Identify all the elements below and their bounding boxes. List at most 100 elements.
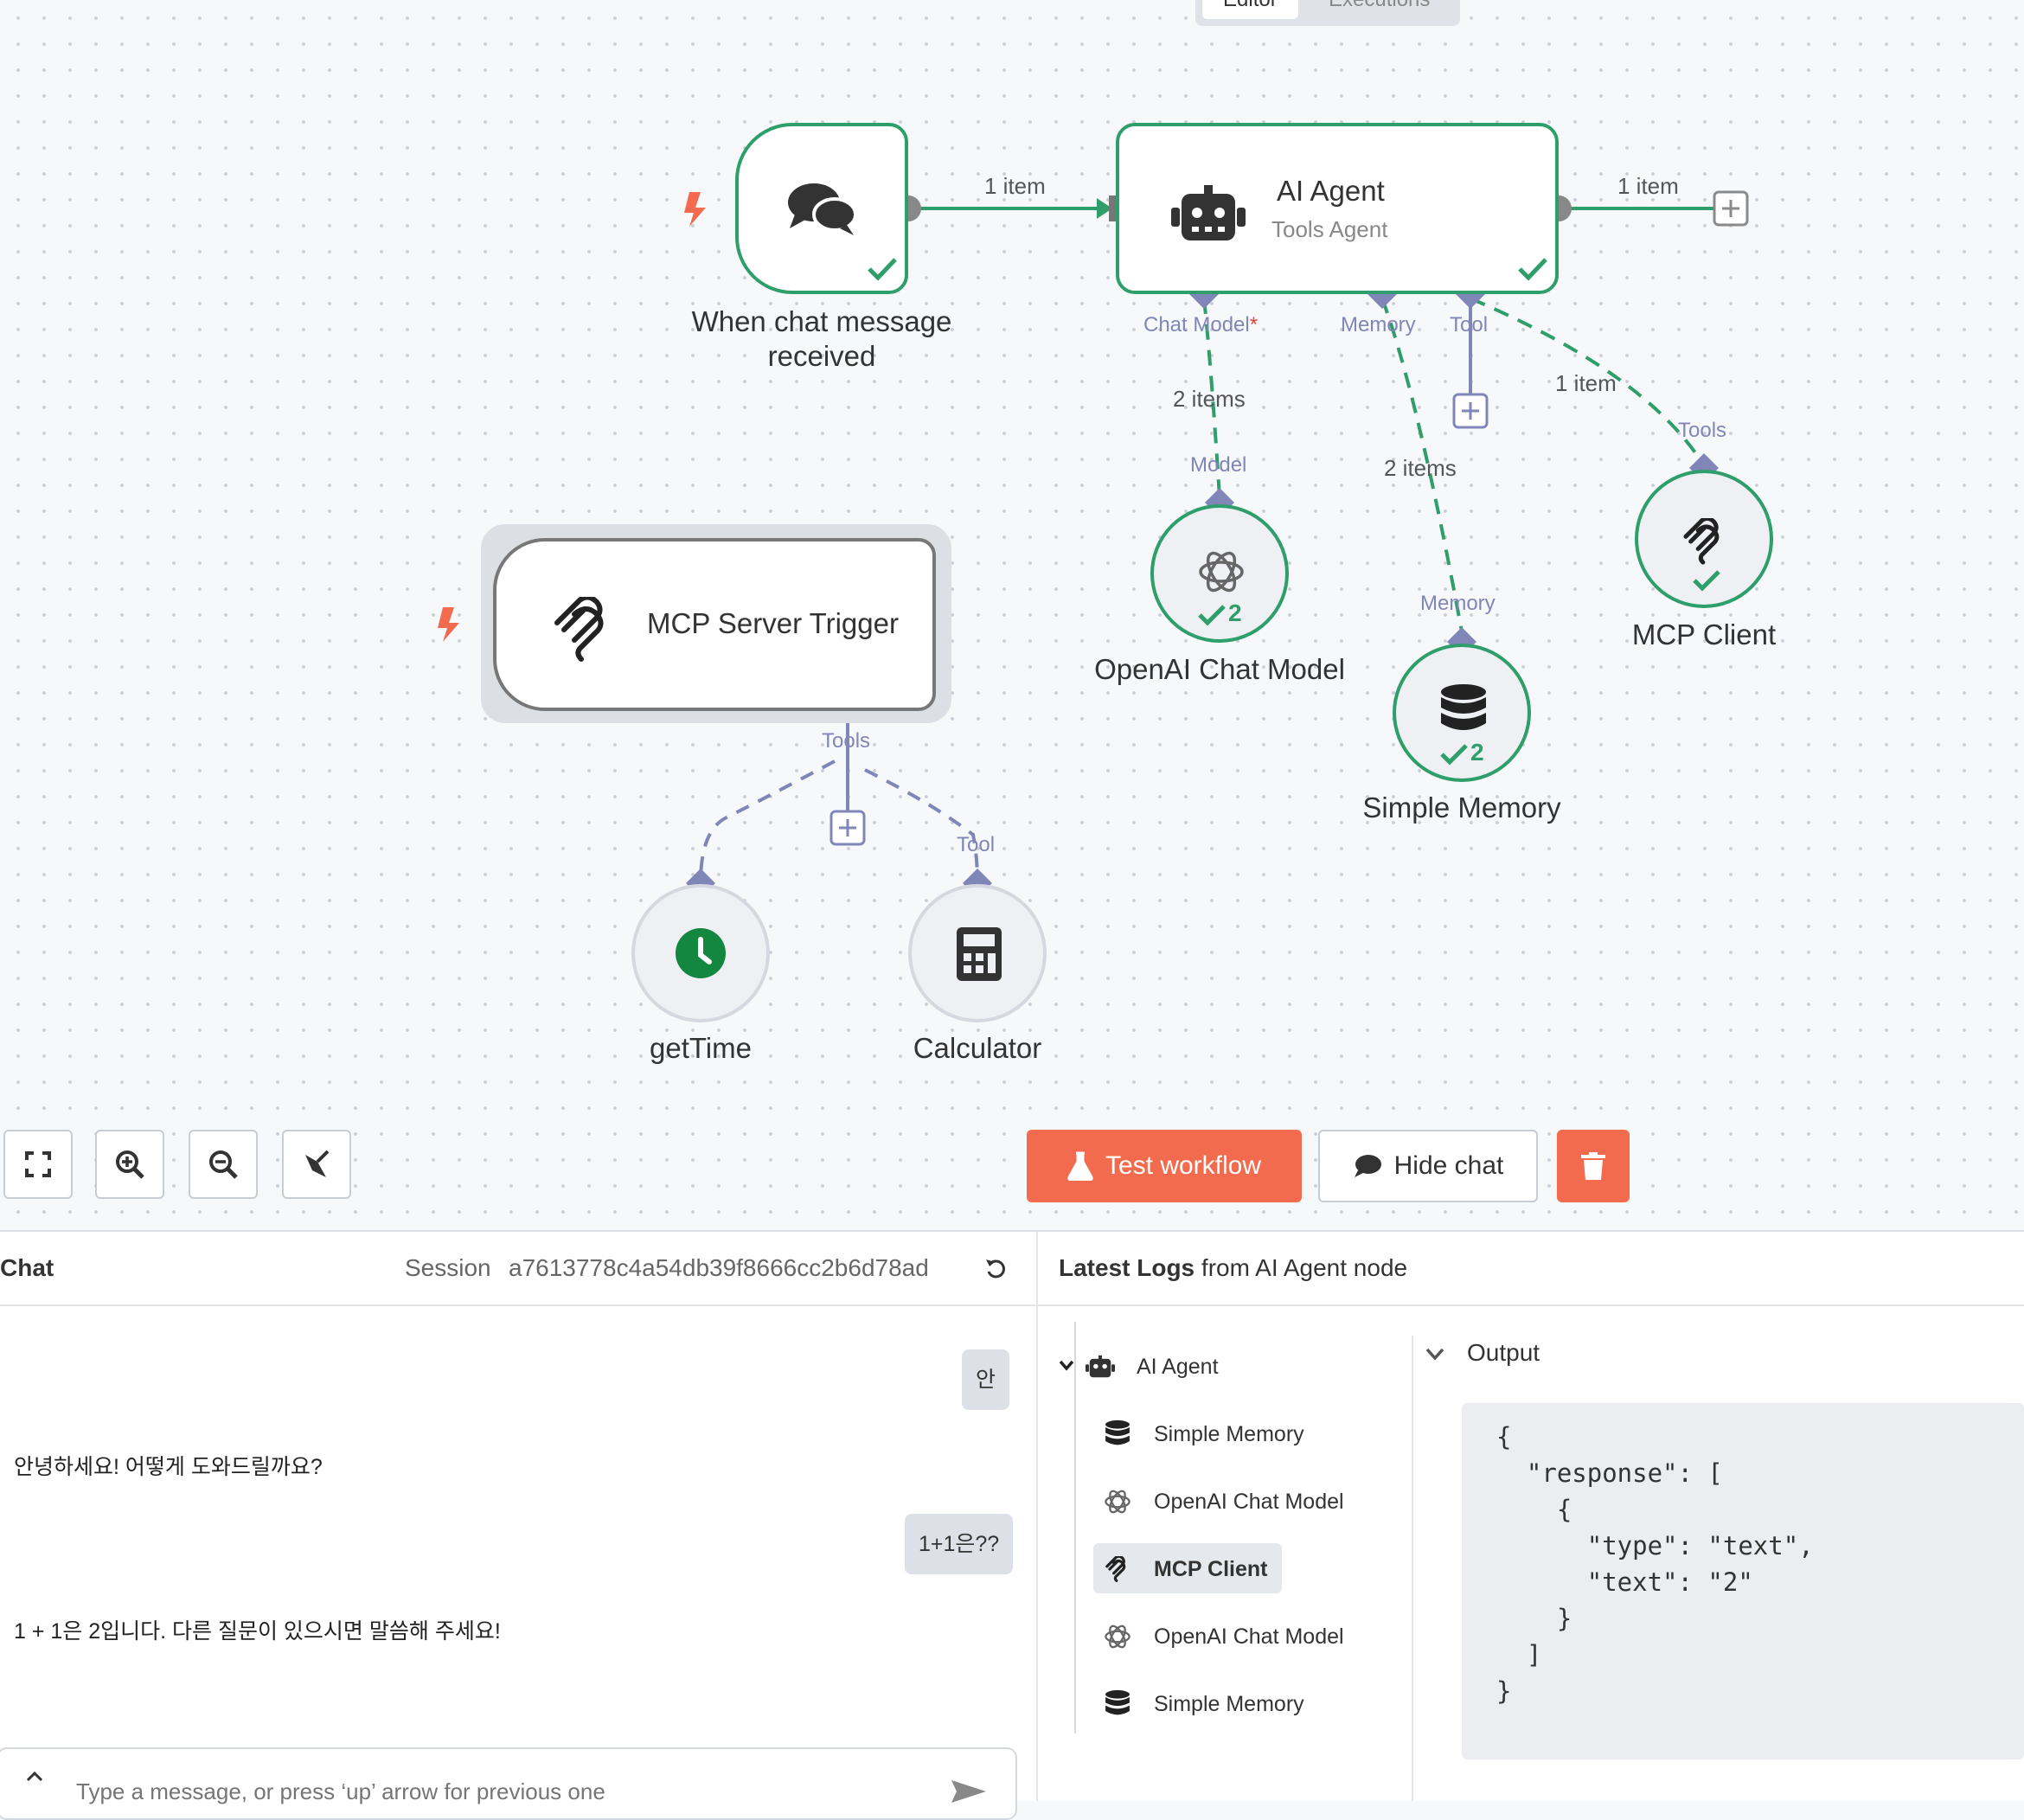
node-label-simple-memory: Simple Memory bbox=[1362, 791, 1561, 823]
connection-chat-model bbox=[1202, 298, 1221, 498]
mcp-icon bbox=[1100, 1552, 1135, 1586]
log-tree-item[interactable]: AI Agent bbox=[1083, 1343, 1219, 1391]
mcp-icon bbox=[1683, 518, 1720, 565]
chat-message-user: 안 bbox=[962, 1349, 1010, 1410]
add-node-after-agent-icon[interactable] bbox=[1713, 190, 1749, 227]
clock-icon bbox=[676, 928, 726, 978]
zoom-in-button[interactable] bbox=[95, 1130, 164, 1199]
chat-title: Chat bbox=[0, 1254, 54, 1281]
log-tree-item[interactable]: Simple Memory bbox=[1100, 1410, 1304, 1458]
output-json: { "response": [ { "type": "text", "text"… bbox=[1462, 1403, 2024, 1759]
label-agent-out-items: 1 item bbox=[1617, 173, 1679, 199]
zoom-in-icon bbox=[116, 1150, 144, 1179]
tree-line bbox=[1074, 1322, 1076, 1733]
success-check-icon bbox=[1198, 605, 1226, 626]
send-icon[interactable] bbox=[950, 1778, 988, 1804]
node-ai-agent[interactable]: AI Agent Tools Agent bbox=[1116, 123, 1559, 294]
connection-memory bbox=[1380, 298, 1464, 632]
chat-message-bot: 안녕하세요! 어떻게 도와드릴까요? bbox=[14, 1455, 323, 1479]
hide-chat-button[interactable]: Hide chat bbox=[1318, 1130, 1538, 1202]
chat-message-bot: 1 + 1은 2입니다. 다른 질문이 있으시면 말씀해 주세요! bbox=[14, 1619, 501, 1644]
log-tree-item[interactable]: Simple Memory bbox=[1100, 1680, 1304, 1728]
chat-message-user: 1+1은?? bbox=[905, 1514, 1014, 1574]
session-id: a7613778c4a54db39f8666cc2b6d78ad bbox=[509, 1254, 929, 1281]
label-tool-items: 1 item bbox=[1555, 370, 1617, 396]
log-tree-item[interactable]: OpenAI Chat Model bbox=[1100, 1477, 1344, 1526]
node-openai-chat-model[interactable]: 2 bbox=[1150, 504, 1289, 643]
logs-title: Latest Logs from AI Agent node bbox=[1059, 1254, 1408, 1281]
node-title-ai-agent: AI Agent bbox=[1277, 175, 1385, 207]
label-trigger-items: 1 item bbox=[984, 173, 1046, 199]
chat-input[interactable] bbox=[74, 1773, 926, 1810]
chevron-down-icon[interactable] bbox=[1425, 1348, 1444, 1362]
openai-icon bbox=[1100, 1484, 1135, 1519]
delete-button[interactable] bbox=[1557, 1130, 1630, 1202]
connection-arrow bbox=[1097, 198, 1112, 219]
chat-bubble-icon bbox=[1354, 1155, 1381, 1177]
mcp-trigger-bolt-icon bbox=[438, 607, 459, 642]
node-label-calculator: Calculator bbox=[913, 1032, 1042, 1064]
zoom-out-button[interactable] bbox=[189, 1130, 258, 1199]
logs-header: Latest Logs from AI Agent node bbox=[1038, 1232, 2024, 1306]
test-workflow-button[interactable]: Test workflow bbox=[1027, 1130, 1302, 1202]
chevron-down-icon[interactable] bbox=[1059, 1360, 1074, 1372]
port-label-chat-model: Chat Model* bbox=[1143, 313, 1259, 336]
connection-mcp-client bbox=[1470, 297, 1704, 465]
robot-icon bbox=[1171, 185, 1246, 240]
port-label-tools-in: Tools bbox=[1678, 419, 1727, 442]
label-memory-items: 2 items bbox=[1384, 455, 1457, 481]
add-mcp-tool-icon[interactable] bbox=[829, 810, 866, 846]
node-calculator[interactable] bbox=[908, 884, 1047, 1022]
output-label: Output bbox=[1467, 1339, 1540, 1366]
node-label-mcp-client: MCP Client bbox=[1631, 618, 1777, 650]
tab-editor[interactable]: Editor bbox=[1202, 0, 1298, 19]
zoom-out-icon bbox=[209, 1150, 238, 1179]
connection-gettime bbox=[699, 759, 836, 883]
port-label-model: Model bbox=[1190, 453, 1247, 477]
log-tree-item-selected[interactable]: MCP Client bbox=[1100, 1545, 1268, 1593]
run-count-badge: 2 bbox=[1470, 739, 1484, 766]
tab-executions[interactable]: Executions bbox=[1308, 0, 1451, 19]
robot-icon bbox=[1083, 1349, 1118, 1384]
run-count-badge: 2 bbox=[1228, 599, 1242, 626]
mcp-icon bbox=[554, 597, 604, 662]
log-tree-item[interactable]: OpenAI Chat Model bbox=[1100, 1612, 1344, 1661]
trash-icon bbox=[1581, 1152, 1605, 1180]
output-divider bbox=[1412, 1336, 1413, 1801]
database-icon bbox=[1100, 1417, 1135, 1452]
broom-icon bbox=[305, 1150, 330, 1177]
fit-view-icon bbox=[25, 1151, 51, 1177]
view-switch: Editor Executions bbox=[1195, 0, 1460, 26]
session-label: Session bbox=[405, 1254, 491, 1281]
node-mcp-client[interactable] bbox=[1635, 470, 1773, 608]
success-check-icon bbox=[1693, 570, 1720, 592]
chat-input-box[interactable] bbox=[0, 1747, 1017, 1820]
refresh-session-icon[interactable] bbox=[984, 1258, 1007, 1280]
success-check-icon bbox=[1518, 258, 1547, 281]
node-gettime[interactable] bbox=[631, 884, 770, 1022]
node-simple-memory[interactable]: 2 bbox=[1393, 644, 1531, 782]
node-chat-trigger[interactable] bbox=[735, 123, 908, 294]
node-mcp-server-trigger[interactable]: MCP Server Trigger bbox=[493, 538, 936, 711]
fit-view-button[interactable] bbox=[3, 1130, 73, 1199]
workflow-canvas[interactable]: Editor Executions bbox=[0, 0, 2024, 1230]
bottom-panel: Chat Session a7613778c4a54db39f8666cc2b6… bbox=[0, 1230, 2024, 1820]
chat-header: Chat Session a7613778c4a54db39f8666cc2b6… bbox=[0, 1232, 1036, 1306]
success-check-icon bbox=[868, 258, 897, 281]
port-label-tool: Tool bbox=[1450, 313, 1489, 336]
openai-icon bbox=[1199, 551, 1244, 593]
add-tool-icon[interactable] bbox=[1452, 393, 1489, 429]
connection-calculator bbox=[864, 768, 979, 883]
node-label-gettime: getTime bbox=[650, 1032, 752, 1064]
node-title-mcp-trigger: MCP Server Trigger bbox=[647, 607, 899, 639]
node-label-chat-trigger: When chat message received bbox=[691, 305, 952, 372]
node-subtitle-ai-agent: Tools Agent bbox=[1271, 216, 1388, 242]
tidy-up-button[interactable] bbox=[282, 1130, 351, 1199]
panel-divider bbox=[1036, 1232, 1038, 1801]
database-icon bbox=[1100, 1687, 1135, 1721]
chevron-up-icon[interactable] bbox=[24, 1770, 45, 1784]
success-check-icon bbox=[1440, 744, 1468, 766]
port-label-mcp-tools: Tools bbox=[822, 729, 871, 753]
database-icon bbox=[1441, 684, 1486, 730]
calculator-icon bbox=[957, 927, 1002, 981]
